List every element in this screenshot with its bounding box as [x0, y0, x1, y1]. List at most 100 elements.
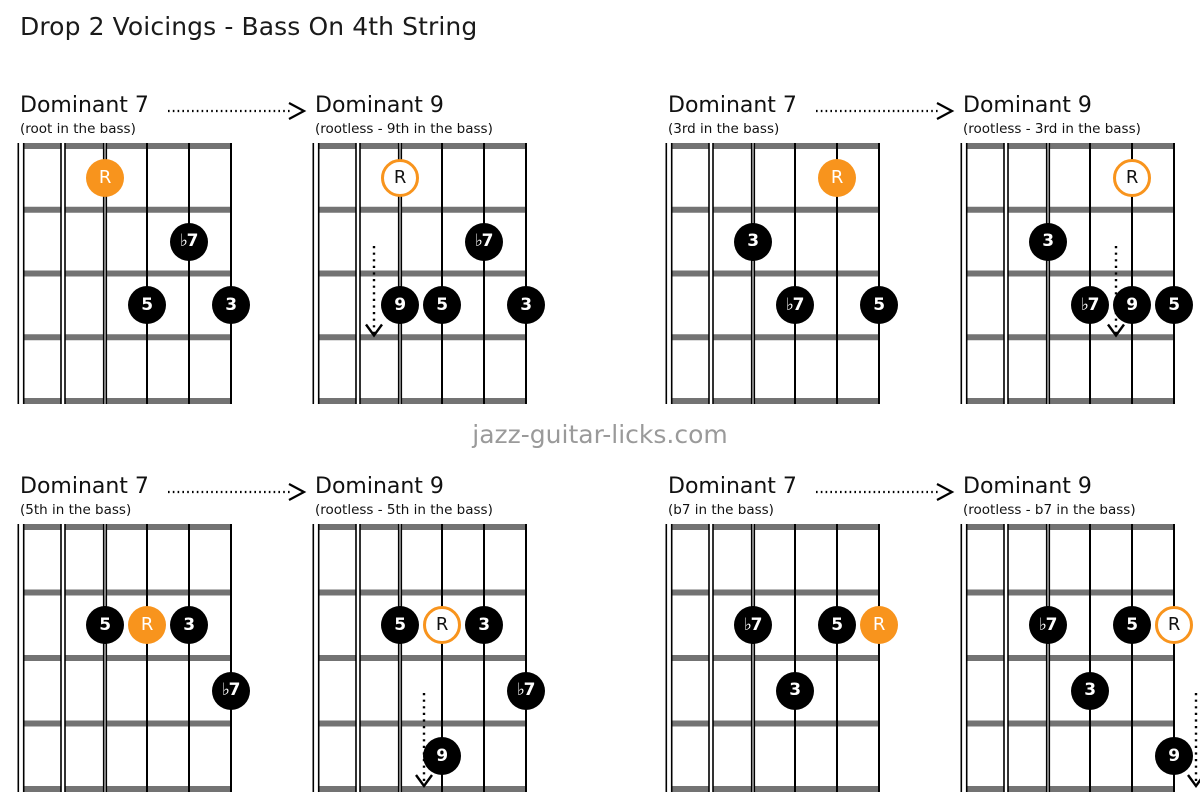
chord-subtitle: (rootless - b7 in the bass) [963, 502, 1136, 518]
note-label: R [435, 614, 449, 636]
fretboard-grid: R 3 ♭7 5 [665, 143, 898, 404]
chord-subtitle: (3rd in the bass) [668, 121, 780, 137]
note-marker-R: R [818, 158, 856, 197]
note-label: 7 [523, 680, 536, 701]
chord-title: Dominant 7 [668, 93, 797, 118]
page-title: Drop 2 Voicings - Bass On 4th String [20, 12, 478, 41]
note-marker-flat7: ♭7 [734, 606, 772, 645]
note-marker-flat7: ♭7 [776, 286, 814, 325]
note-label: 5 [1168, 294, 1180, 315]
chord-title: Dominant 9 [315, 474, 444, 499]
note-label: 3 [183, 614, 195, 635]
note-label: 7 [792, 294, 805, 315]
drop-note-arrow-icon [1183, 693, 1200, 800]
note-marker-R: R [423, 606, 461, 645]
note-marker-flat7: ♭7 [170, 222, 208, 261]
note-marker-3: 3 [507, 286, 545, 325]
note-label: 5 [394, 614, 406, 635]
note-label: R [1125, 166, 1139, 188]
flat-symbol-icon: ♭ [785, 294, 794, 315]
note-label: 3 [747, 231, 759, 252]
note-marker-flat7: ♭7 [507, 671, 545, 710]
note-marker-5: 5 [128, 286, 166, 325]
note-marker-R: R [1155, 606, 1193, 645]
flat-symbol-icon: ♭ [179, 231, 188, 252]
fretboard-grid: R ♭7 5 3 [17, 143, 250, 404]
note-marker-3: 3 [1071, 671, 1109, 710]
note-label: R [140, 614, 154, 636]
note-label: 7 [228, 680, 241, 701]
flat-symbol-icon: ♭ [221, 680, 230, 701]
chord-title: Dominant 9 [963, 474, 1092, 499]
fretboard-grid: R ♭7 9 5 3 [312, 143, 545, 404]
note-marker-9: 9 [1113, 286, 1151, 325]
note-marker-R: R [381, 158, 419, 197]
note-marker-3: 3 [170, 606, 208, 645]
note-marker-5: 5 [423, 286, 461, 325]
drop-note-arrow-icon [411, 693, 437, 800]
note-marker-5: 5 [818, 606, 856, 645]
chord-subtitle: (rootless - 5th in the bass) [315, 502, 493, 518]
note-marker-flat7: ♭7 [212, 671, 250, 710]
note-label: R [393, 166, 407, 188]
note-marker-9: 9 [1155, 737, 1193, 776]
note-marker-3: 3 [1029, 222, 1067, 261]
note-label: R [830, 166, 844, 188]
note-label: 9 [1126, 294, 1138, 315]
chord-title: Dominant 7 [20, 474, 149, 499]
note-marker-flat7: ♭7 [1029, 606, 1067, 645]
note-label: 7 [1045, 614, 1058, 635]
note-label: 3 [1042, 231, 1054, 252]
note-label: 9 [436, 745, 448, 766]
note-marker-3: 3 [212, 286, 250, 325]
chord-subtitle: (rootless - 9th in the bass) [315, 121, 493, 137]
note-label: 5 [99, 614, 111, 635]
flat-symbol-icon: ♭ [743, 614, 752, 635]
flat-symbol-icon: ♭ [474, 231, 483, 252]
note-label: 9 [1168, 745, 1180, 766]
note-label: 5 [141, 294, 153, 315]
note-marker-3: 3 [776, 671, 814, 710]
note-label: 3 [789, 680, 801, 701]
note-label: 5 [1126, 614, 1138, 635]
note-label: R [1167, 614, 1181, 636]
note-marker-5: 5 [381, 606, 419, 645]
drop-note-arrow-icon [361, 245, 387, 350]
flow-arrow-icon [168, 100, 308, 122]
drop-note-arrow-icon [1103, 245, 1129, 350]
note-label: 3 [520, 294, 532, 315]
chord-title: Dominant 7 [20, 93, 149, 118]
note-label: 7 [750, 614, 763, 635]
chord-title: Dominant 9 [963, 93, 1092, 118]
note-marker-R: R [1113, 158, 1151, 197]
note-label: 5 [873, 294, 885, 315]
note-label: 5 [436, 294, 448, 315]
note-marker-R: R [86, 158, 124, 197]
note-label: 5 [831, 614, 843, 635]
note-label: 9 [394, 294, 406, 315]
note-label: 3 [225, 294, 237, 315]
note-label: 7 [1087, 294, 1100, 315]
chord-subtitle: (5th in the bass) [20, 502, 132, 518]
note-marker-5: 5 [1113, 606, 1151, 645]
note-marker-9: 9 [381, 286, 419, 325]
watermark-site-url: jazz-guitar-licks.com [472, 420, 728, 449]
note-label: 7 [481, 231, 494, 252]
note-label: R [98, 166, 112, 188]
note-label: 3 [478, 614, 490, 635]
flat-symbol-icon: ♭ [516, 680, 525, 701]
flow-arrow-icon [816, 481, 956, 503]
note-marker-flat7: ♭7 [1071, 286, 1109, 325]
fretboard-grid: 5 R 3 ♭7 9 [312, 524, 545, 792]
flat-symbol-icon: ♭ [1080, 294, 1089, 315]
fretboard-grid: 5 R 3 ♭7 [17, 524, 250, 792]
chord-title: Dominant 9 [315, 93, 444, 118]
chord-subtitle: (rootless - 3rd in the bass) [963, 121, 1141, 137]
note-marker-3: 3 [734, 222, 772, 261]
note-marker-flat7: ♭7 [465, 222, 503, 261]
note-marker-R: R [860, 606, 898, 645]
flow-arrow-icon [168, 481, 308, 503]
note-marker-R: R [128, 606, 166, 645]
fretboard-grid: ♭7 5 R 3 9 [960, 524, 1200, 792]
